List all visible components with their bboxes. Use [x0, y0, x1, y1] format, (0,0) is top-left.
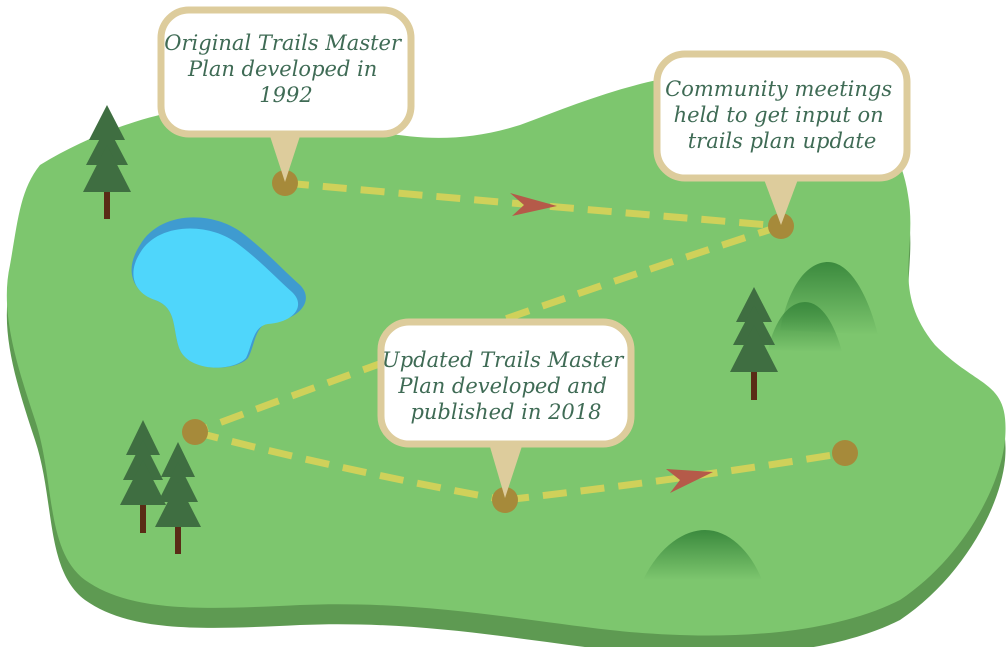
callout-community-meetings: Community meetings held to get input on …: [653, 50, 911, 225]
callout-box: [157, 6, 415, 138]
lake-water: [133, 228, 299, 368]
callout-pointer: [268, 130, 302, 182]
direction-arrow-icon: [666, 469, 713, 493]
callout-original-plan: Original Trails Master Plan developed in…: [157, 6, 415, 182]
waypoints: [182, 170, 858, 513]
trail-segment: [194, 428, 506, 504]
pine-tree: [155, 442, 201, 554]
waypoint-marker: [492, 487, 518, 513]
callout-line: Updated Trails Master: [382, 348, 625, 372]
callout-line: 1992: [259, 83, 312, 107]
callout-updated-plan: Updated Trails Master Plan developed and…: [377, 318, 635, 498]
callout-line: Community meetings: [665, 77, 892, 101]
callout-line: Original Trails Master: [164, 31, 403, 55]
trail-segment: [193, 222, 783, 436]
callout-pointer: [488, 440, 524, 498]
pine-tree: [120, 420, 166, 533]
pine-tree: [730, 287, 778, 400]
hill: [768, 302, 842, 352]
pine-tree: [83, 105, 131, 219]
direction-arrow-icon: [510, 193, 557, 216]
callout-line: published in 2018: [410, 400, 601, 424]
trees: [83, 105, 778, 554]
callout-box: [377, 318, 635, 448]
hill: [643, 530, 762, 580]
callout-box: [653, 50, 911, 182]
trail-segment: [504, 449, 846, 504]
callout-line: held to get input on: [674, 103, 884, 127]
callout-text: Community meetings held to get input on …: [665, 77, 899, 153]
callout-line: trails plan update: [688, 129, 877, 153]
lake: [131, 217, 306, 368]
callout-text: Original Trails Master Plan developed in…: [164, 31, 407, 107]
waypoint-marker: [832, 440, 858, 466]
callout-line: Plan developed and: [397, 374, 607, 398]
callout-line: Plan developed in: [187, 57, 377, 81]
waypoint-marker: [272, 170, 298, 196]
waypoint-marker: [768, 213, 794, 239]
callout-text: Updated Trails Master Plan developed and…: [382, 348, 630, 424]
hills: [643, 262, 878, 580]
waypoint-marker: [182, 419, 208, 445]
callout-pointer: [762, 174, 800, 225]
direction-arrows: [510, 193, 713, 493]
